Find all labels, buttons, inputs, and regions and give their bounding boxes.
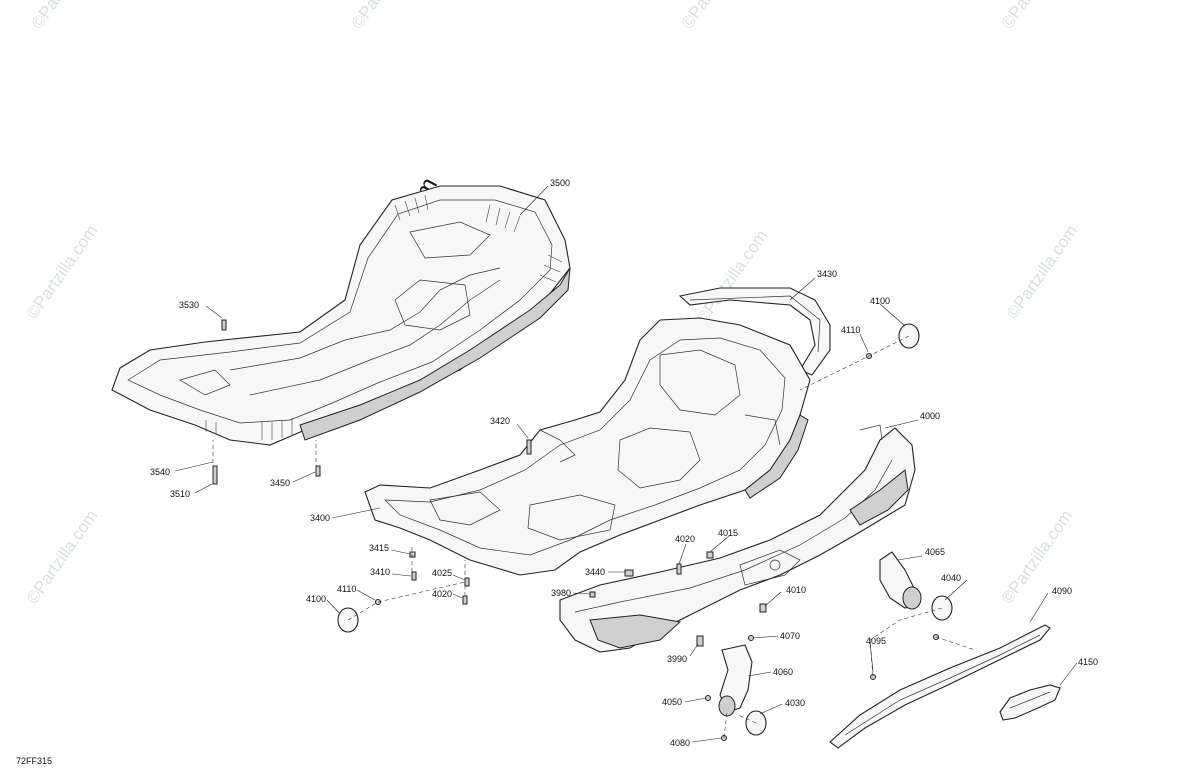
nut-4010	[759, 603, 767, 613]
bolt-3450	[315, 465, 321, 477]
fasteners	[212, 319, 939, 741]
screw-3530	[221, 319, 227, 331]
callout-4100-lower: 4100	[306, 594, 326, 604]
part-light-bracket-4060	[718, 644, 753, 717]
callout-3980: 3980	[551, 588, 571, 598]
reflector-discs	[337, 323, 953, 736]
callout-4095: 4095	[866, 636, 886, 646]
callout-4050: 4050	[662, 697, 682, 707]
screw-4020	[676, 563, 682, 575]
callout-3420: 3420	[490, 416, 510, 426]
callout-4060: 4060	[773, 667, 793, 677]
callout-4080: 4080	[670, 738, 690, 748]
clip-4015	[706, 551, 714, 559]
callout-3540: 3540	[150, 467, 170, 477]
callout-3510: 3510	[170, 489, 190, 499]
callout-4100: 4100	[870, 296, 890, 306]
callout-4025: 4025	[432, 568, 452, 578]
callout-4090: 4090	[1052, 586, 1072, 596]
screw-3980	[589, 591, 596, 598]
diagram-reference-code: 72FF315	[16, 756, 53, 766]
nut-4110-lower	[375, 599, 381, 605]
callout-3440: 3440	[585, 567, 605, 577]
callout-3410: 3410	[370, 567, 390, 577]
screw-4020-lower	[462, 595, 468, 605]
callout-4020-lower: 4020	[432, 589, 452, 599]
callout-4010: 4010	[786, 585, 806, 595]
part-bracket-4150	[999, 684, 1061, 721]
part-rear-rack-upper	[111, 185, 571, 446]
watermark: ©Partzilla.com	[693, 226, 772, 327]
callout-3500: 3500	[550, 178, 570, 188]
callout-labels: 3500 3430 4100 4110 3530 4000 3420 3540 …	[150, 178, 1098, 748]
callout-4150: 4150	[1078, 657, 1098, 667]
part-rear-bumper	[559, 424, 916, 653]
callout-4040: 4040	[941, 573, 961, 583]
watermark: ©Partzilla.com	[23, 221, 102, 322]
callout-4110: 4110	[841, 325, 860, 335]
screw-3410	[411, 571, 417, 581]
callout-4000: 4000	[920, 411, 940, 421]
leader-lines	[174, 185, 1078, 743]
callout-4020: 4020	[675, 534, 695, 544]
part-lower-trim-bar	[829, 624, 1051, 749]
callout-3415: 3415	[369, 543, 389, 553]
watermark: ©Partzilla.com	[678, 0, 757, 32]
screw-3420	[526, 439, 532, 455]
watermark: ©Partzilla.com	[1003, 221, 1082, 322]
callout-3400: 3400	[310, 513, 330, 523]
screw-4050	[705, 695, 711, 701]
callout-3430: 3430	[817, 269, 837, 279]
callout-4065: 4065	[925, 547, 945, 557]
watermark: ©Partzilla.com	[23, 506, 102, 607]
clip-3415	[409, 551, 416, 558]
part-rear-fender-tub	[364, 317, 811, 576]
callout-3450: 3450	[270, 478, 290, 488]
callout-4030: 4030	[785, 698, 805, 708]
callout-3530: 3530	[179, 300, 199, 310]
part-light-bracket-4065	[879, 551, 922, 610]
watermark: ©Partzilla.com	[998, 0, 1077, 32]
bolt-3510	[212, 465, 218, 485]
callout-4015: 4015	[718, 528, 738, 538]
callout-3990: 3990	[667, 654, 687, 664]
callout-4110-lower: 4110	[337, 584, 356, 594]
watermark: ©Partzilla.com	[28, 0, 107, 32]
bumper-3990	[696, 635, 704, 647]
rack-rail-grips	[205, 194, 563, 440]
screw-4070	[748, 635, 754, 641]
screw-4025	[464, 577, 470, 587]
clip-3440	[624, 569, 634, 577]
callout-4070: 4070	[780, 631, 800, 641]
watermark: ©Partzilla.com	[348, 0, 427, 32]
